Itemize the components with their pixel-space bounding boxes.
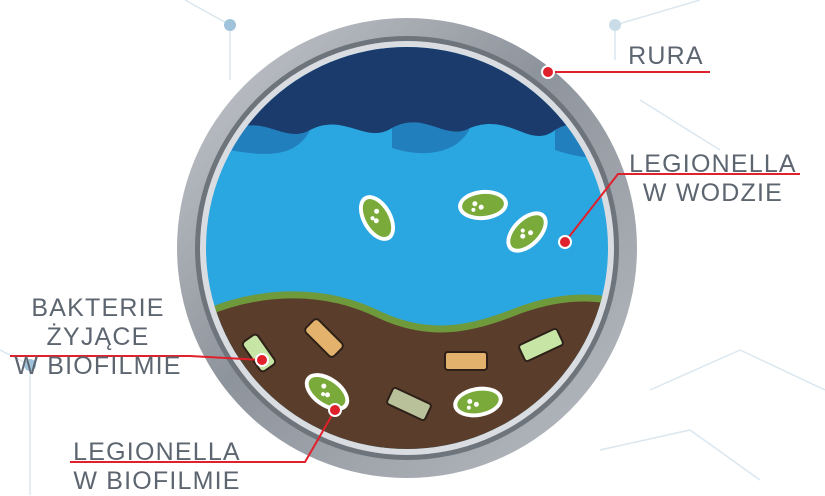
label-legionella-in-water-line: LEGIONELLA (628, 150, 798, 179)
label-legionella-in-water: LEGIONELLA W WODZIE (628, 150, 798, 208)
label-legionella-in-water-line: W WODZIE (628, 179, 798, 208)
network-node (224, 19, 236, 31)
marker-dot-rura (542, 66, 554, 78)
label-legionella-in-biofilm-line: LEGIONELLA (62, 438, 252, 467)
marker-dot-bacteria-biofilm (256, 354, 268, 366)
label-bacteria-in-biofilm: BAKTERIE ŻYJĄCE W BIOFILMIE (8, 294, 188, 381)
label-rura: RURA (618, 42, 714, 71)
label-bacteria-in-biofilm-line: ŻYJĄCE (8, 323, 188, 352)
marker-dot-legionella-biofilm (329, 404, 341, 416)
biofilm-bacterium (445, 352, 487, 370)
network-node (609, 19, 621, 31)
label-legionella-in-biofilm: LEGIONELLA W BIOFILMIE (62, 438, 252, 496)
label-bacteria-in-biofilm-line: BAKTERIE (8, 294, 188, 323)
marker-dot-legionella-water (559, 236, 571, 248)
label-legionella-in-biofilm-line: W BIOFILMIE (62, 467, 252, 496)
label-rura-line: RURA (618, 42, 714, 71)
label-bacteria-in-biofilm-line: W BIOFILMIE (8, 352, 188, 381)
